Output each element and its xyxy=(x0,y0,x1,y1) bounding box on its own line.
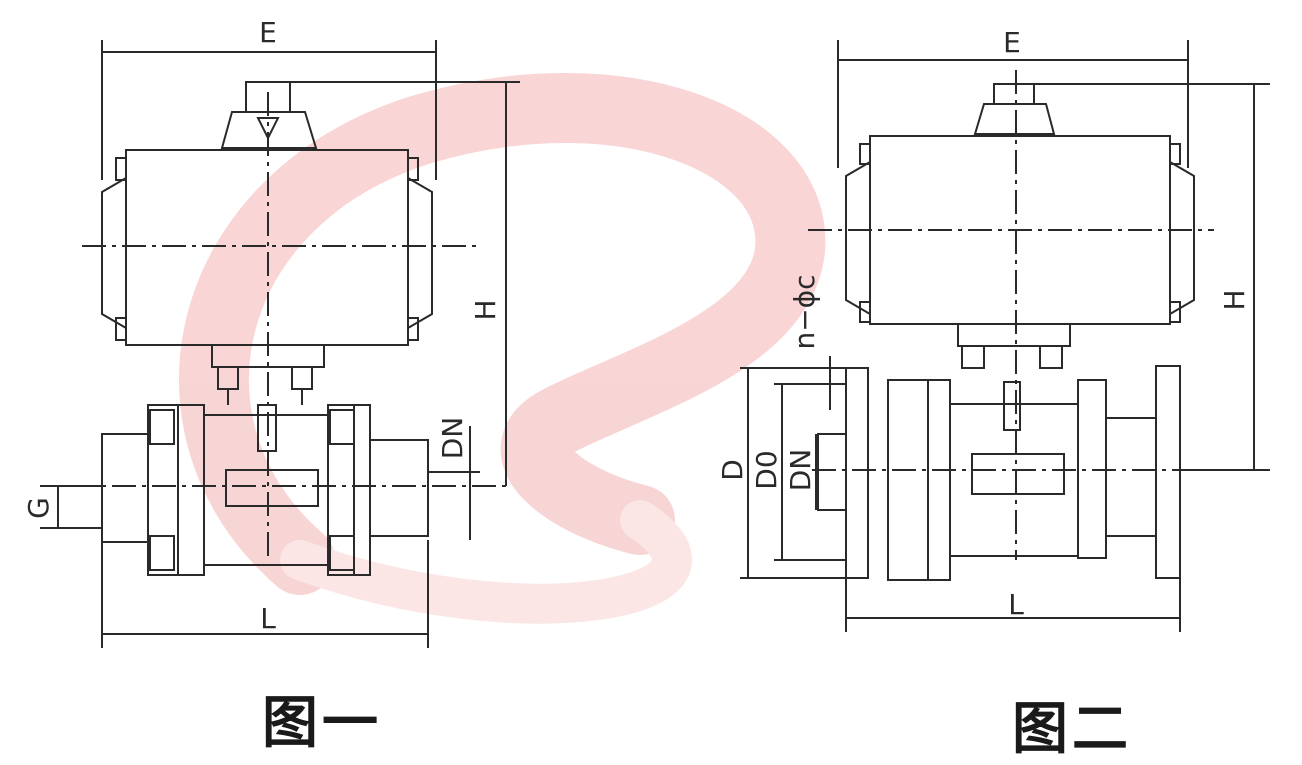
figure-2-caption: 图二 xyxy=(1012,697,1132,762)
actuator-top-boss xyxy=(973,103,1056,135)
fig2-dim-H: H xyxy=(1218,289,1251,310)
actuator-left-cap xyxy=(845,161,871,315)
figure-2-flanged-valve xyxy=(740,40,1270,632)
fig1-dim-E: E xyxy=(259,16,277,49)
actuator-left-cap xyxy=(101,177,127,329)
figure-1-threaded-valve xyxy=(40,40,520,648)
actuator-top-boss xyxy=(220,111,318,149)
figure-2-labels: E H D D0 DN n−ϕc L xyxy=(716,26,1251,621)
left-bore xyxy=(817,433,847,511)
ball-bore xyxy=(225,469,319,507)
fig1-dim-G: G xyxy=(22,497,55,519)
figure-1-caption: 图一 xyxy=(262,691,382,756)
threaded-end-right xyxy=(369,439,429,537)
position-indicator xyxy=(993,83,1035,105)
actuator-right-cap xyxy=(407,177,433,329)
threaded-end-left xyxy=(101,433,149,543)
mounting-bracket xyxy=(957,323,1071,347)
fig2-dim-D0: D0 xyxy=(750,450,783,489)
actuator-right-cap xyxy=(1169,161,1195,315)
ball-bore xyxy=(971,453,1065,495)
fig2-dim-L: L xyxy=(1008,588,1024,621)
fig2-dim-E: E xyxy=(1003,26,1021,59)
right-flange xyxy=(1155,365,1181,579)
fig1-dim-H: H xyxy=(469,299,502,320)
stem xyxy=(1003,381,1021,431)
figure-1-labels: E H DN G L xyxy=(22,16,502,635)
valve-center-body xyxy=(949,403,1079,557)
fig1-dim-L: L xyxy=(260,602,276,635)
fig2-dim-D: D xyxy=(716,459,749,481)
watermark-logo xyxy=(179,72,826,624)
fig1-dim-DN: DN xyxy=(436,417,469,460)
right-flange xyxy=(353,404,371,576)
left-flange xyxy=(845,367,869,579)
fig2-dim-n-phi-c: n−ϕc xyxy=(788,274,821,349)
fig2-dim-DN: DN xyxy=(784,449,817,492)
